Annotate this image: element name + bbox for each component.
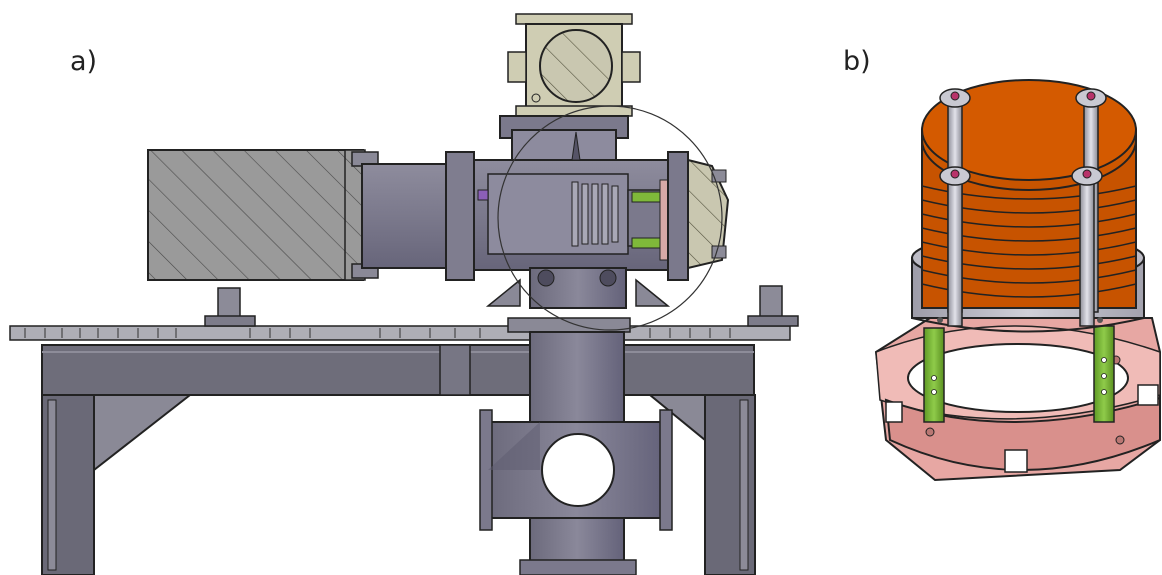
pink-base [874, 317, 1161, 482]
detail-circle [497, 105, 723, 331]
panel-a-drawing [9, 13, 799, 575]
support-rods [947, 99, 1099, 327]
cross-fitting [479, 409, 673, 575]
hatched-block [147, 149, 364, 281]
screw-heads [939, 88, 1107, 186]
mount-foot-right [747, 285, 799, 327]
breadboard-plate [9, 325, 791, 341]
top-cube [507, 13, 641, 117]
panel-b-drawing [874, 79, 1161, 482]
table-frame [41, 344, 756, 575]
green-post-left [923, 327, 945, 423]
panel-label-b: b) [843, 46, 871, 77]
panel-label-a: a) [70, 46, 98, 77]
mount-foot-left [204, 287, 256, 327]
